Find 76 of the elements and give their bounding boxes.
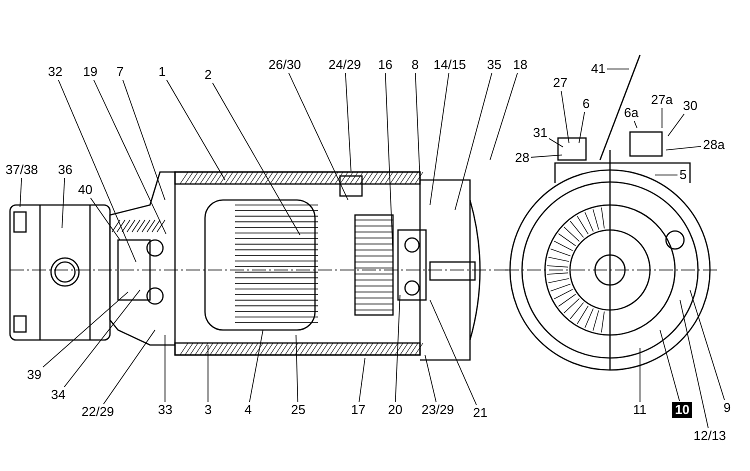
callout-number: 6a [623, 106, 640, 120]
callout-number: 5 [678, 168, 688, 182]
callout-number: 4 [244, 403, 253, 417]
leader-line [358, 358, 366, 402]
callout-number: 19 [82, 65, 98, 79]
leader-line [654, 174, 678, 176]
callout-number: 34 [50, 388, 66, 402]
callout-number: 27a [650, 93, 674, 107]
callout-number: 3 [204, 403, 213, 417]
leader-line [42, 292, 128, 368]
callout-number: 17 [350, 403, 366, 417]
callout-number: 39 [26, 368, 42, 382]
callout-number: 30 [682, 99, 698, 113]
leader-line [430, 300, 477, 406]
leader-line [530, 154, 562, 158]
callout-number: 16 [377, 58, 394, 72]
callout-number: 24/29 [328, 58, 362, 72]
callout-number: 40 [77, 183, 94, 197]
leader-line [578, 112, 585, 144]
leader-line [430, 72, 450, 206]
callout-number: 20 [387, 403, 404, 417]
callout-number: 41 [590, 62, 606, 76]
callout-number: 21 [472, 406, 488, 420]
leader-line [166, 80, 226, 180]
callout-number: 33 [157, 403, 174, 417]
leader-line [212, 82, 300, 236]
callout-number: 22/29 [80, 405, 116, 419]
leader-line [560, 90, 570, 144]
callout-number: 35 [486, 58, 502, 72]
callout-number: 2 [204, 68, 213, 82]
leader-line [249, 330, 264, 402]
leader-line [634, 120, 638, 128]
callout-number: 28a [702, 138, 726, 152]
callout-number: 32 [47, 65, 64, 79]
callout-number: 8 [410, 58, 420, 72]
leader-line [164, 334, 166, 402]
callout-number: 31 [532, 126, 548, 140]
leader-line [690, 290, 725, 400]
leader-line [296, 334, 298, 402]
callout-number: 10 [672, 402, 692, 418]
leader-line [490, 72, 518, 160]
leader-line [288, 72, 348, 200]
callout-number: 14/15 [432, 58, 468, 72]
callout-number: 12/13 [692, 429, 728, 443]
leader-line [680, 300, 709, 428]
leader-line [394, 294, 400, 402]
callout-number: 27 [552, 76, 568, 90]
leader-line [606, 68, 630, 70]
leader-line [454, 72, 492, 210]
leader-line [90, 198, 120, 240]
leader-line [122, 80, 166, 200]
leader-line [384, 72, 394, 256]
callout-number: 6 [582, 97, 591, 111]
leader-line [668, 114, 685, 136]
leader-line [64, 290, 140, 388]
leader-line [660, 330, 680, 402]
callout-number: 23/29 [420, 403, 456, 417]
leader-line [93, 80, 166, 234]
callout-number: 36 [57, 163, 74, 177]
callout-number: 25 [290, 403, 306, 417]
callout-number: 7 [116, 65, 125, 79]
leader-line [58, 80, 136, 262]
callout-number: 11 [632, 403, 648, 417]
leader-line [548, 138, 564, 148]
leader-line [103, 330, 156, 404]
callout-number: 18 [512, 58, 528, 72]
callout-number: 1 [158, 65, 167, 79]
callout-number: 9 [722, 401, 732, 415]
callout-number: 37/38 [4, 163, 40, 177]
leader-line [424, 354, 436, 402]
leader-line [666, 146, 702, 150]
leader-line [345, 72, 352, 172]
callout-number: 28 [514, 151, 530, 165]
leader-line [20, 178, 22, 208]
leader-line [62, 178, 65, 228]
callout-number: 26/30 [268, 58, 302, 72]
